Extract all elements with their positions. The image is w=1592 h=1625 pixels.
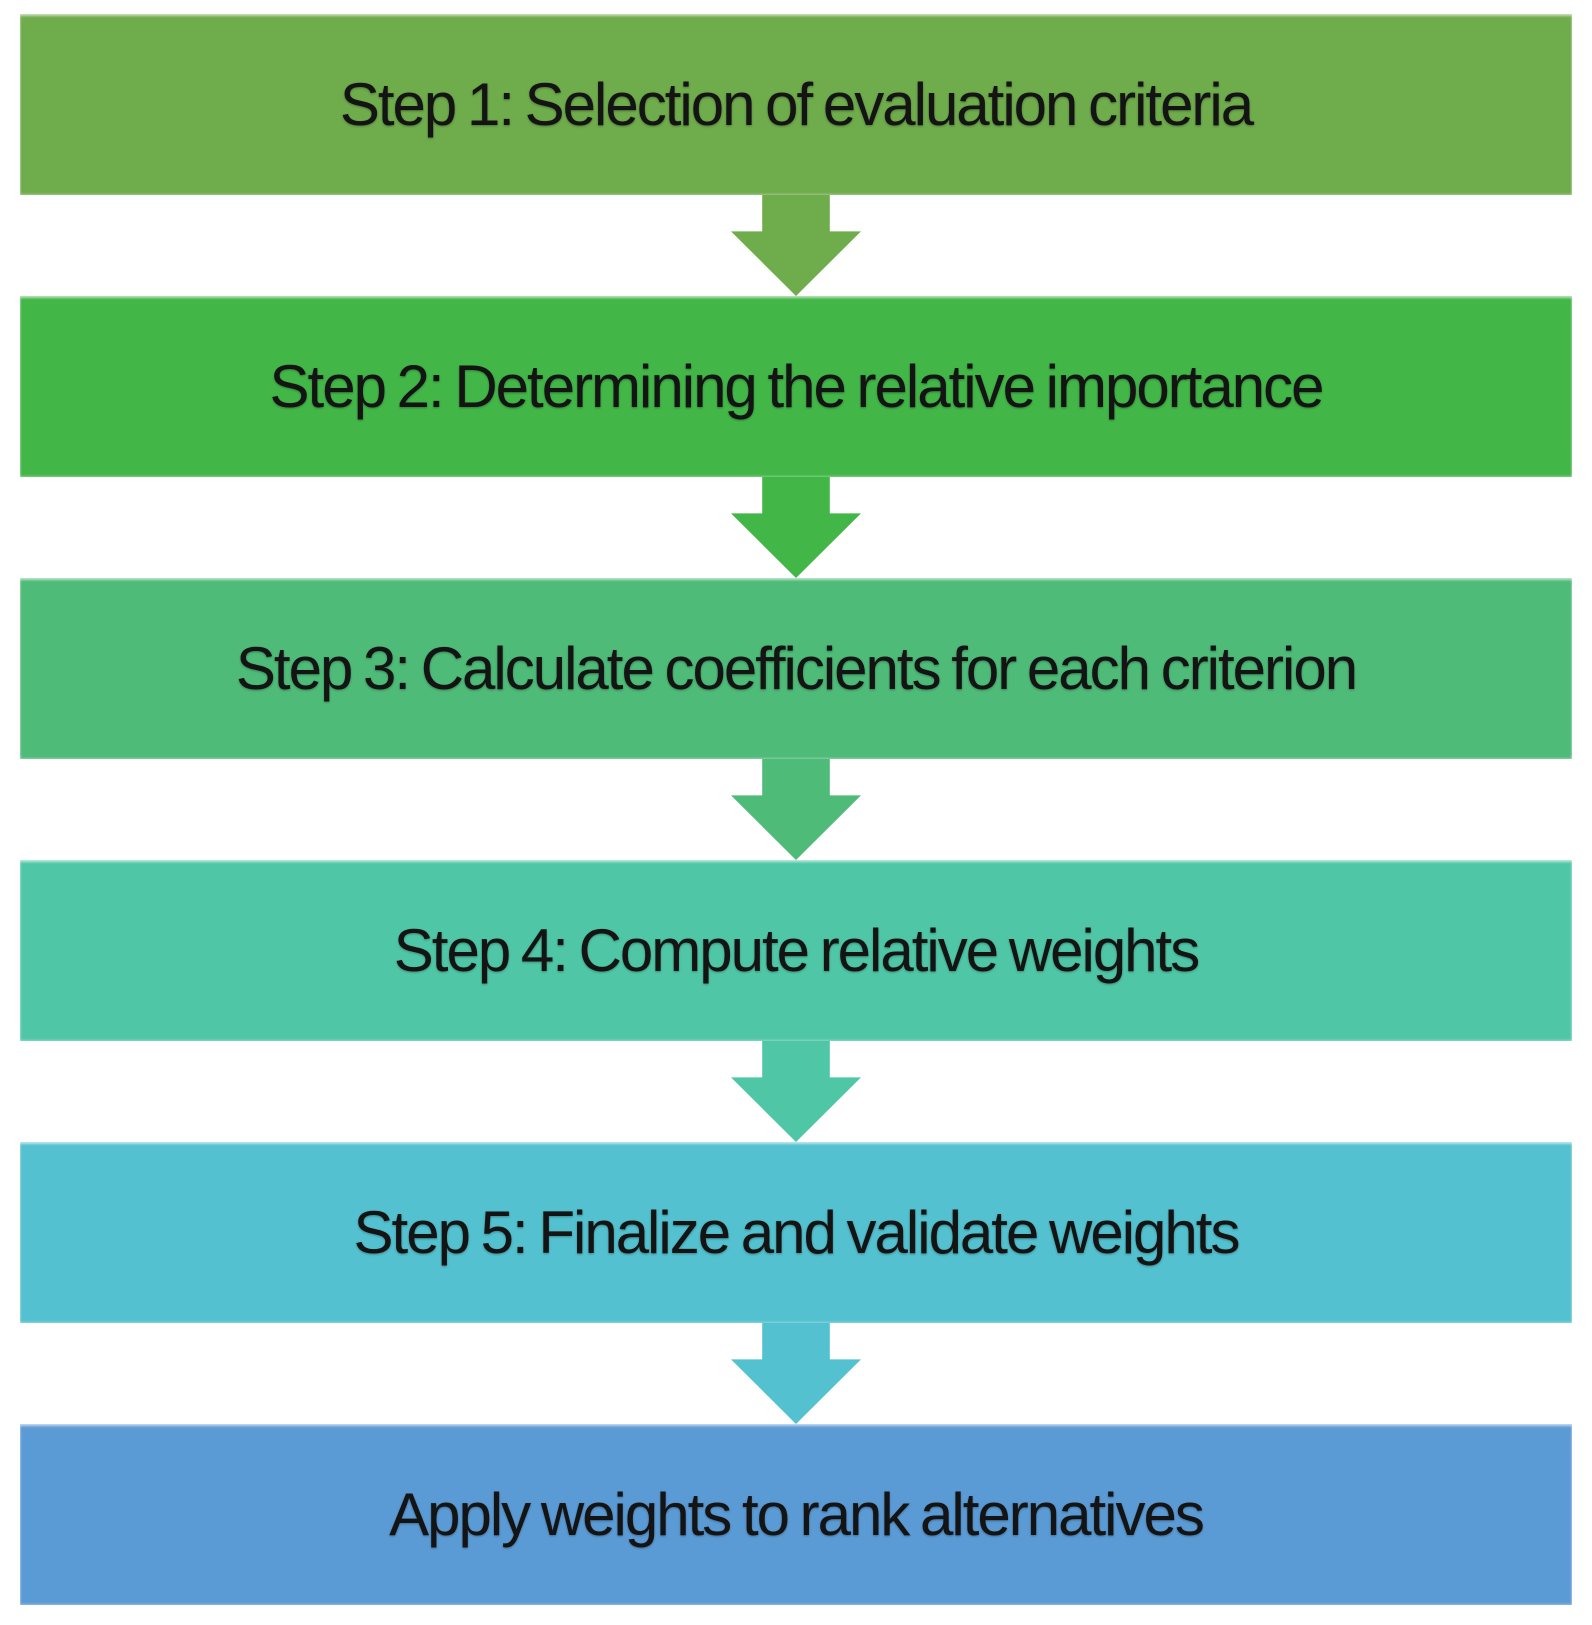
step-box-2: Step 2: Determining the relative importa… [20,296,1572,477]
step-5-label: Step 5: Finalize and validate weights [353,1199,1241,1266]
step-box-1: Step 1: Selection of evaluation criteria [20,14,1572,195]
down-arrow-icon [731,195,861,296]
down-arrow-icon [731,477,861,578]
down-arrow-icon [731,1323,861,1424]
step-box-3: Step 3: Calculate coefficients for each … [20,578,1572,759]
step-box-5: Step 5: Finalize and validate weights [20,1142,1572,1323]
down-arrow-icon [731,1041,861,1142]
step-2-label: Step 2: Determining the relative importa… [269,353,1325,420]
step-box-4: Step 4: Compute relative weights [20,860,1572,1041]
step-3-label: Step 3: Calculate coefficients for each … [235,635,1358,702]
final-step-box: Apply weights to rank alternatives [20,1424,1572,1605]
down-arrow-icon [731,759,861,860]
step-4-label: Step 4: Compute relative weights [393,917,1200,984]
step-1-label: Step 1: Selection of evaluation criteria [339,71,1254,138]
final-step-label: Apply weights to rank alternatives [389,1481,1205,1548]
